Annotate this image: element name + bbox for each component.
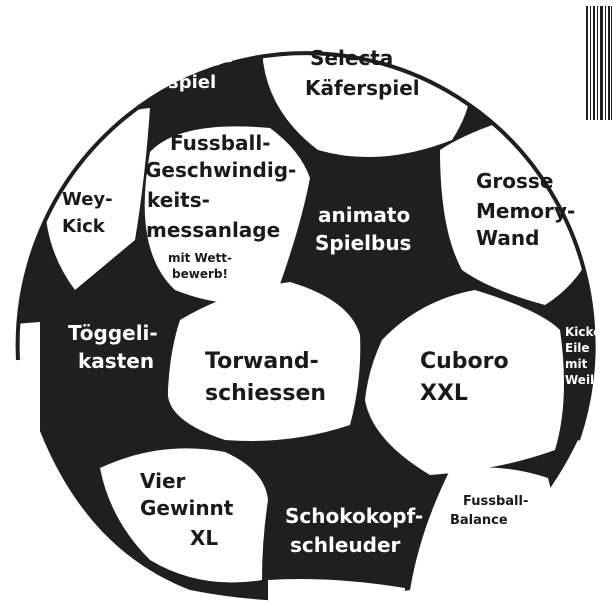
label-grosse-memory: Grosse Memory- Wand bbox=[476, 169, 582, 250]
label-mit-wettbewerb: mit Wett- bewerb! bbox=[168, 251, 236, 281]
label-torwand: Torwand- schiessen bbox=[205, 349, 326, 406]
label-fussball-geschwindigkeit: Fussball- Geschwindig- keits- messanlage bbox=[145, 131, 303, 242]
ball-outline bbox=[15, 51, 596, 441]
label-vier-gewinnt: Vier Gewinnt XL bbox=[140, 469, 240, 550]
label-wey-kick: Wey- Kick bbox=[62, 189, 119, 237]
label-schokokopf: Schokokopf- schleuder bbox=[285, 504, 430, 557]
label-koenigsspiel: Königs- spiel bbox=[165, 46, 247, 93]
label-fussball-balance: Fussball- Balance bbox=[450, 494, 533, 528]
label-cuboro: Cuboro XXL bbox=[420, 349, 516, 406]
label-toeggelikasten: Töggeli- kasten bbox=[68, 321, 165, 373]
label-kicker: Kicker Eile mit Weile bbox=[565, 325, 611, 387]
barcode-icon bbox=[585, 6, 613, 120]
label-animato: animato Spielbus bbox=[315, 203, 417, 255]
label-selecta: Selecta Käferspiel bbox=[305, 46, 420, 100]
